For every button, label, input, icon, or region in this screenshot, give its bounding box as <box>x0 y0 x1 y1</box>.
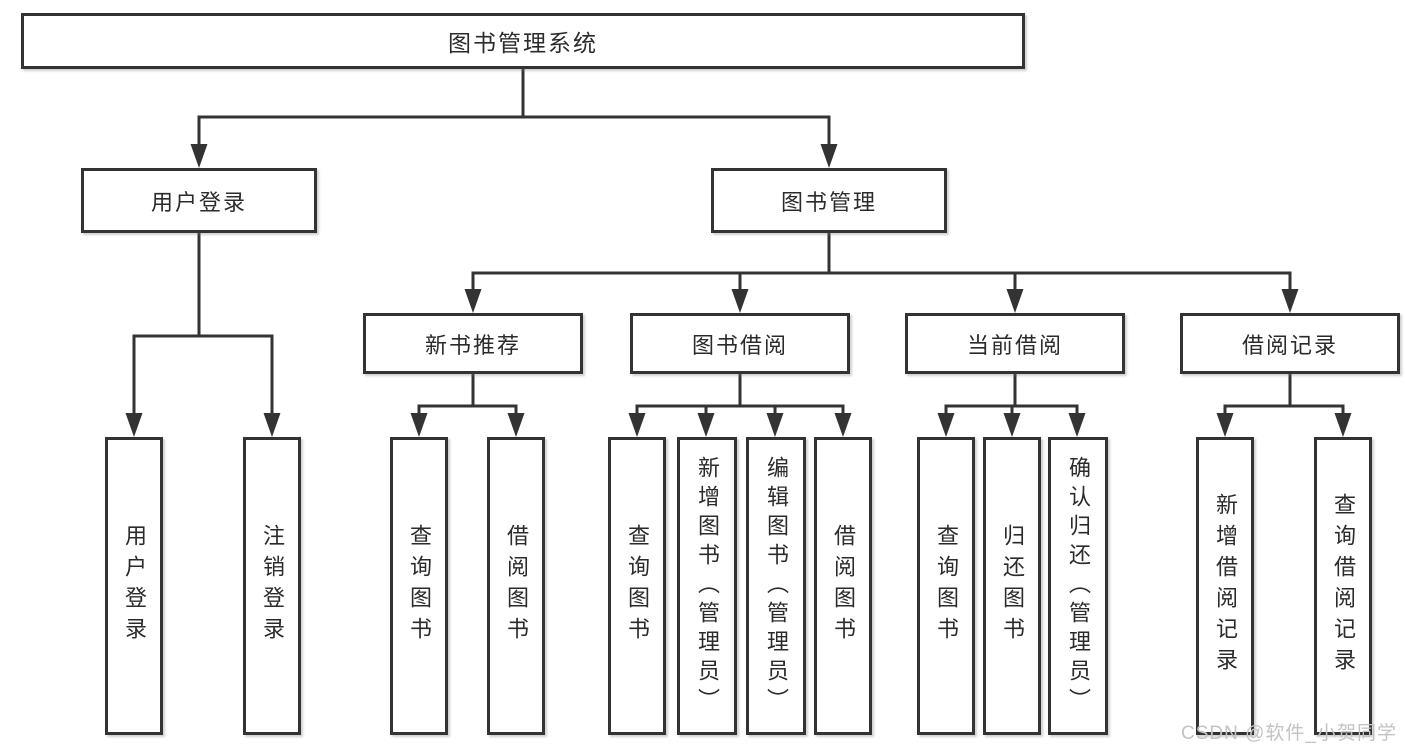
arrow-icon <box>410 413 428 437</box>
arrow-icon <box>731 289 749 313</box>
node-root: 图书管理系统 <box>21 13 1025 69</box>
node-borrow-records: 借阅记录 <box>1180 313 1400 374</box>
arrow-icon <box>263 413 281 437</box>
arrow-icon <box>1003 413 1021 437</box>
leaf-borrow-books-borrow-label: 借阅图书 <box>831 524 856 648</box>
arrow-icon <box>834 413 852 437</box>
leaf-query-books-borrow: 查询图书 <box>608 437 666 735</box>
leaf-return-book-label: 归还图书 <box>1000 524 1025 648</box>
leaf-logout-label: 注销登录 <box>260 524 285 648</box>
leaf-add-borrow-record: 新增借阅记录 <box>1196 437 1254 735</box>
arrow-icon <box>820 144 838 168</box>
leaf-add-book-admin: 新增图书（管理员） <box>677 437 737 735</box>
leaf-edit-book-admin: 编辑图书（管理员） <box>746 437 806 735</box>
leaf-borrow-books-borrow: 借阅图书 <box>814 437 872 735</box>
arrow-icon <box>766 413 784 437</box>
arrow-icon <box>1006 289 1024 313</box>
arrow-icon <box>697 413 715 437</box>
arrow-icon <box>1068 413 1086 437</box>
leaf-return-book: 归还图书 <box>983 437 1041 735</box>
leaf-query-books-recommend-label: 查询图书 <box>407 524 432 648</box>
leaf-query-books-borrow-label: 查询图书 <box>625 524 650 648</box>
arrow-icon <box>937 413 955 437</box>
arrow-icon <box>1216 413 1234 437</box>
leaf-user-login-label: 用户登录 <box>122 524 147 648</box>
leaf-query-books-current: 查询图书 <box>917 437 975 735</box>
leaf-confirm-return-admin: 确认归还（管理员） <box>1048 437 1108 735</box>
leaf-query-borrow-record: 查询借阅记录 <box>1314 437 1372 735</box>
leaf-query-books-current-label: 查询图书 <box>934 524 959 648</box>
leaf-add-book-admin-label: 新增图书（管理员） <box>695 455 720 717</box>
arrow-icon <box>628 413 646 437</box>
leaf-query-books-recommend: 查询图书 <box>390 437 448 735</box>
leaf-borrow-books-recommend: 借阅图书 <box>487 437 545 735</box>
leaf-logout: 注销登录 <box>243 437 301 735</box>
leaf-borrow-books-recommend-label: 借阅图书 <box>504 524 529 648</box>
leaf-edit-book-admin-label: 编辑图书（管理员） <box>764 455 789 717</box>
leaf-user-login: 用户登录 <box>105 437 163 735</box>
arrow-icon <box>464 289 482 313</box>
node-new-book-recommend: 新书推荐 <box>363 313 583 374</box>
arrow-icon <box>1334 413 1352 437</box>
leaf-query-borrow-record-label: 查询借阅记录 <box>1331 493 1356 679</box>
arrow-icon <box>190 144 208 168</box>
leaf-add-borrow-record-label: 新增借阅记录 <box>1213 493 1238 679</box>
node-book-management: 图书管理 <box>711 168 947 233</box>
arrow-icon <box>507 413 525 437</box>
node-user-login: 用户登录 <box>81 168 317 233</box>
node-book-borrow: 图书借阅 <box>630 313 850 374</box>
arrow-icon <box>125 413 143 437</box>
node-current-borrow: 当前借阅 <box>905 313 1125 374</box>
arrow-icon <box>1281 289 1299 313</box>
leaf-confirm-return-admin-label: 确认归还（管理员） <box>1066 455 1091 717</box>
